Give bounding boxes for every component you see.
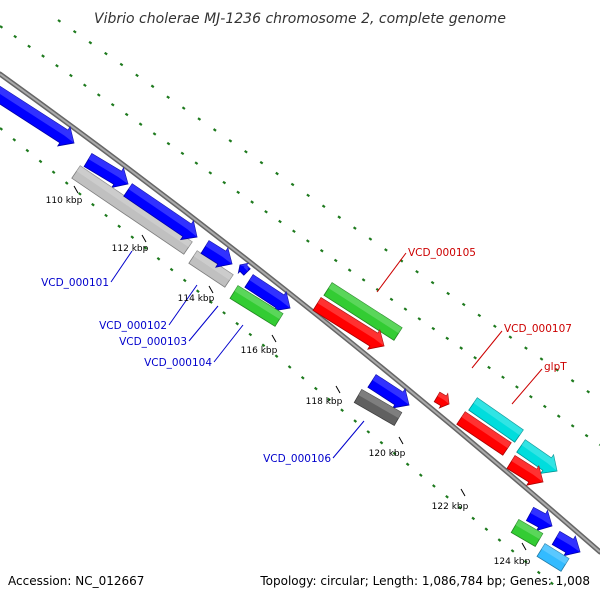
tick-mark-120-kbp: [398, 436, 404, 445]
gene-blue-b: [83, 153, 129, 189]
tick-label-118-kbp: 118 kbp: [306, 397, 343, 407]
gene-blue-d: [200, 240, 233, 268]
tick-label-124-kbp: 124 kbp: [494, 557, 531, 567]
gc-dotted-track-2: [0, 127, 561, 591]
leader-line-vcd-000102: [168, 284, 198, 326]
gc-dotted-track-1: [0, 25, 600, 446]
gene-label-vcd-000104[interactable]: VCD_000104: [144, 357, 212, 369]
tick-mark-110-kbp: [73, 185, 79, 194]
gene-label-vcd-000102[interactable]: VCD_000102: [99, 320, 167, 332]
leader-line-vcd-000106: [332, 420, 365, 459]
gene-darkgray: [353, 388, 403, 427]
tick-label-122-kbp: 122 kbp: [432, 502, 469, 512]
tick-label-112-kbp: 112 kbp: [112, 244, 149, 254]
gene-cyan-b: [516, 439, 558, 474]
tick-mark-118-kbp: [335, 385, 341, 394]
leader-line-vcd-000104: [213, 324, 244, 363]
gene-label-glpt[interactable]: glpT: [544, 361, 567, 373]
gene-gray-a: [71, 165, 193, 255]
leader-line-vcd-000101: [110, 250, 133, 283]
topology-text: Topology: circular; Length: 1,086,784 bp…: [259, 574, 590, 588]
gene-blue-i: [551, 530, 581, 557]
gene-green-a: [229, 285, 284, 327]
label-leader-lines: [110, 250, 543, 459]
leader-line-glpt: [511, 368, 543, 405]
gene-red-b: [433, 391, 450, 409]
gene-blue-e: [237, 262, 251, 276]
gene-blue-c: [123, 183, 198, 241]
tick-label-116-kbp: 116 kbp: [241, 346, 278, 356]
gene-green-b: [323, 282, 403, 341]
gene-label-vcd-000107[interactable]: VCD_000107: [504, 323, 572, 335]
gene-gray-b: [188, 250, 234, 288]
gene-label-vcd-000103[interactable]: VCD_000103: [119, 336, 187, 348]
gc-dotted-track-3: [57, 19, 600, 401]
backbone-line: [0, 71, 600, 555]
chromosome-backbone: [0, 71, 600, 555]
gene-labels: VCD_000101VCD_000102VCD_000103VCD_000104…: [41, 247, 572, 465]
gene-blue-f: [244, 274, 291, 312]
gene-blue-h: [525, 506, 553, 532]
gene-cyan-a: [468, 397, 524, 443]
tick-mark-124-kbp: [521, 542, 527, 551]
tick-label-110-kbp: 110 kbp: [46, 196, 83, 206]
gene-red-d: [506, 455, 544, 486]
gene-label-vcd-000101[interactable]: VCD_000101: [41, 277, 109, 289]
gene-lightblue: [536, 543, 570, 572]
gene-label-vcd-000105[interactable]: VCD_000105: [408, 247, 476, 259]
tick-label-120-kbp: 120 kbp: [369, 449, 406, 459]
gene-red-c: [456, 411, 512, 456]
tick-mark-112-kbp: [141, 234, 147, 243]
leader-line-vcd-000103: [188, 305, 219, 342]
tick-label-114-kbp: 114 kbp: [178, 294, 215, 304]
gene-green-c: [510, 518, 544, 548]
accession-text: Accession: NC_012667: [8, 574, 144, 588]
tick-mark-122-kbp: [460, 488, 466, 497]
gene-label-vcd-000106[interactable]: VCD_000106: [263, 453, 331, 465]
tick-mark-116-kbp: [271, 334, 277, 343]
gene-red-a: [312, 297, 385, 350]
gene-features: [0, 85, 581, 572]
gc-dotted-tracks: [0, 19, 600, 591]
position-ticks: 110 kbp 112 kbp 114 kbp 116 kbp 118 kbp 120 k…: [46, 185, 531, 567]
tick-mark-114-kbp: [208, 285, 214, 294]
leader-line-vcd-000105: [376, 252, 407, 293]
map-title: Vibrio cholerae MJ-1236 chromosome 2, co…: [94, 11, 506, 27]
backbone-highlight: [0, 73, 600, 553]
gene-blue-a: [0, 85, 75, 147]
gene-blue-g: [367, 374, 410, 409]
leader-line-vcd-000107: [471, 330, 503, 369]
